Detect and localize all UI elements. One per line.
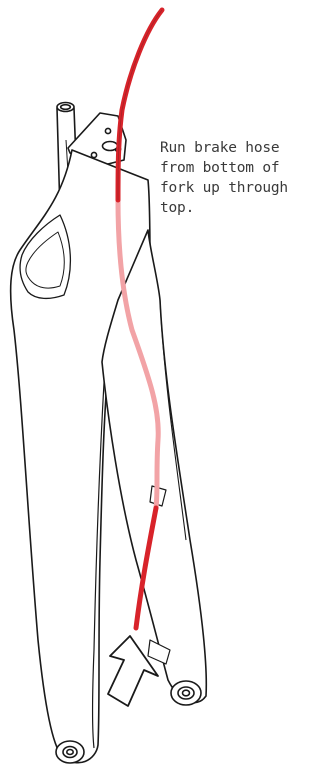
fork-leg-right [102,230,206,705]
crown-bolt-hole-1 [91,152,96,157]
instruction-text: Run brake hose from bottom of fork up th… [160,138,334,218]
left-shoulder-recess [20,215,70,298]
steerer-top-opening [57,103,74,112]
crown-bolt-hole-2 [105,128,110,133]
crown-hose-port [103,142,118,151]
